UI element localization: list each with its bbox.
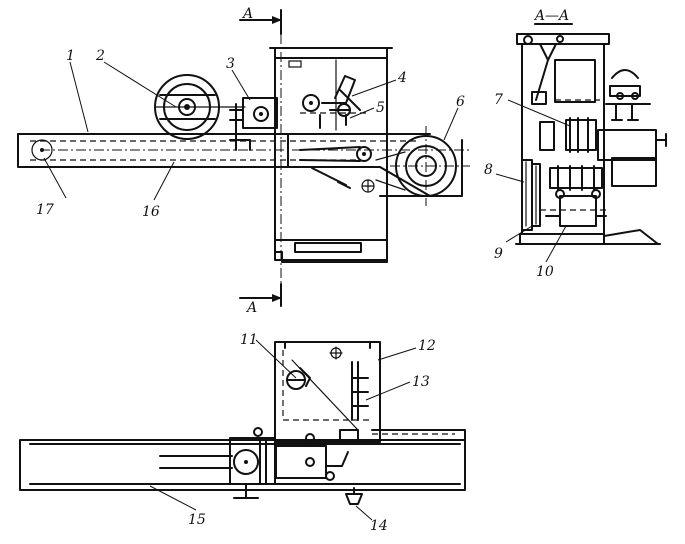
section-view — [515, 23, 667, 245]
front-cabinet — [274, 341, 381, 443]
part-label-2: 2 — [95, 48, 105, 64]
mechanism-wheel — [302, 94, 320, 112]
cabinet-slot — [294, 242, 362, 253]
section-housing — [521, 43, 605, 235]
leader-lines — [43, 61, 571, 521]
part-label-7: 7 — [494, 92, 503, 108]
front-view — [19, 341, 466, 505]
top-view — [17, 9, 470, 307]
part-label-9: 9 — [494, 246, 503, 262]
part-label-13: 13 — [412, 374, 430, 390]
part-label-6: 6 — [456, 94, 465, 110]
part-label-16: 16 — [142, 204, 160, 220]
part-label-11: 11 — [240, 332, 258, 348]
part-label-3: 3 — [226, 56, 235, 72]
part-label-12: 12 — [418, 338, 436, 354]
part-label-8: 8 — [484, 162, 493, 178]
end-pulley — [31, 139, 53, 161]
part-label-10: 10 — [536, 264, 554, 280]
motor-box — [242, 97, 278, 129]
part-label-4: 4 — [397, 70, 407, 86]
part-label-5: 5 — [376, 100, 385, 116]
part-label-15: 15 — [188, 512, 206, 528]
part-label-17: 17 — [36, 202, 54, 218]
part-label-14: 14 — [370, 518, 388, 534]
section-title: A—A — [533, 8, 569, 24]
base-rail — [19, 439, 466, 491]
part-label-1: 1 — [66, 48, 75, 64]
section-mark-bottom: A — [245, 300, 257, 316]
section-mark-top: A — [241, 6, 253, 22]
